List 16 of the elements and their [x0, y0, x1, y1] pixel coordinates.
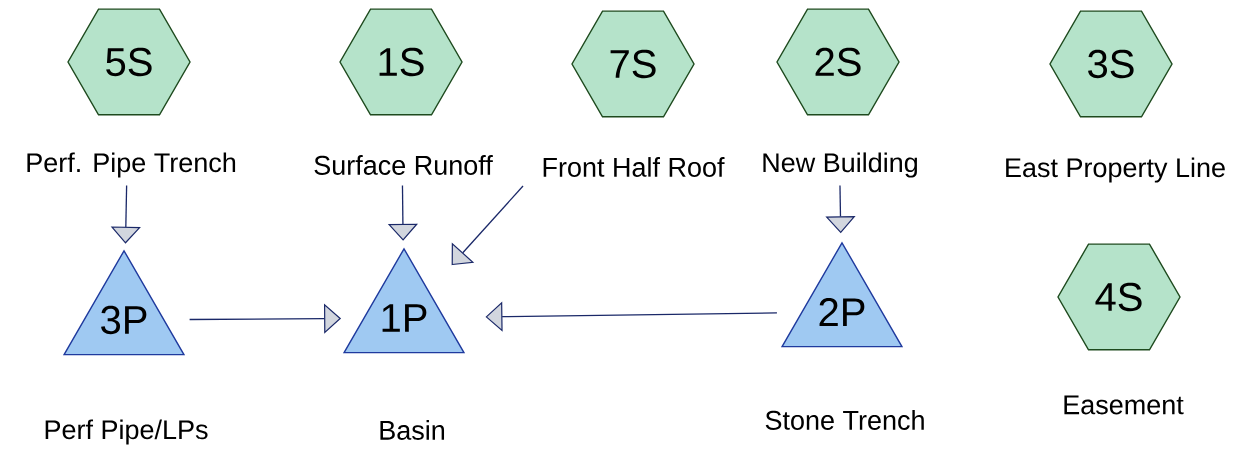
node-label: East Property Line [1006, 157, 1225, 183]
node-label: Basin [380, 420, 444, 440]
node-label: Easement [1064, 395, 1184, 415]
arrow [451, 185, 524, 266]
node-label: Front Half Roof [543, 157, 725, 177]
node-label: Perf. Pipe Trench [27, 152, 236, 178]
subcatchment-hexagon: 4S [1057, 243, 1181, 351]
node-label: Stone Trench [765, 410, 924, 430]
subcatchment-hexagon: 3S [1049, 10, 1173, 118]
subcatchment-hexagon: 1S [339, 8, 463, 116]
node-label: Surface Runoff [314, 155, 493, 175]
subcatchment-hexagon: 5S [67, 8, 191, 116]
node-label: Perf Pipe/LPs [45, 419, 208, 445]
node-label: New Building [763, 152, 917, 178]
subcatchment-hexagon: 2S [776, 8, 900, 116]
subcatchment-hexagon: 7S [571, 10, 695, 118]
